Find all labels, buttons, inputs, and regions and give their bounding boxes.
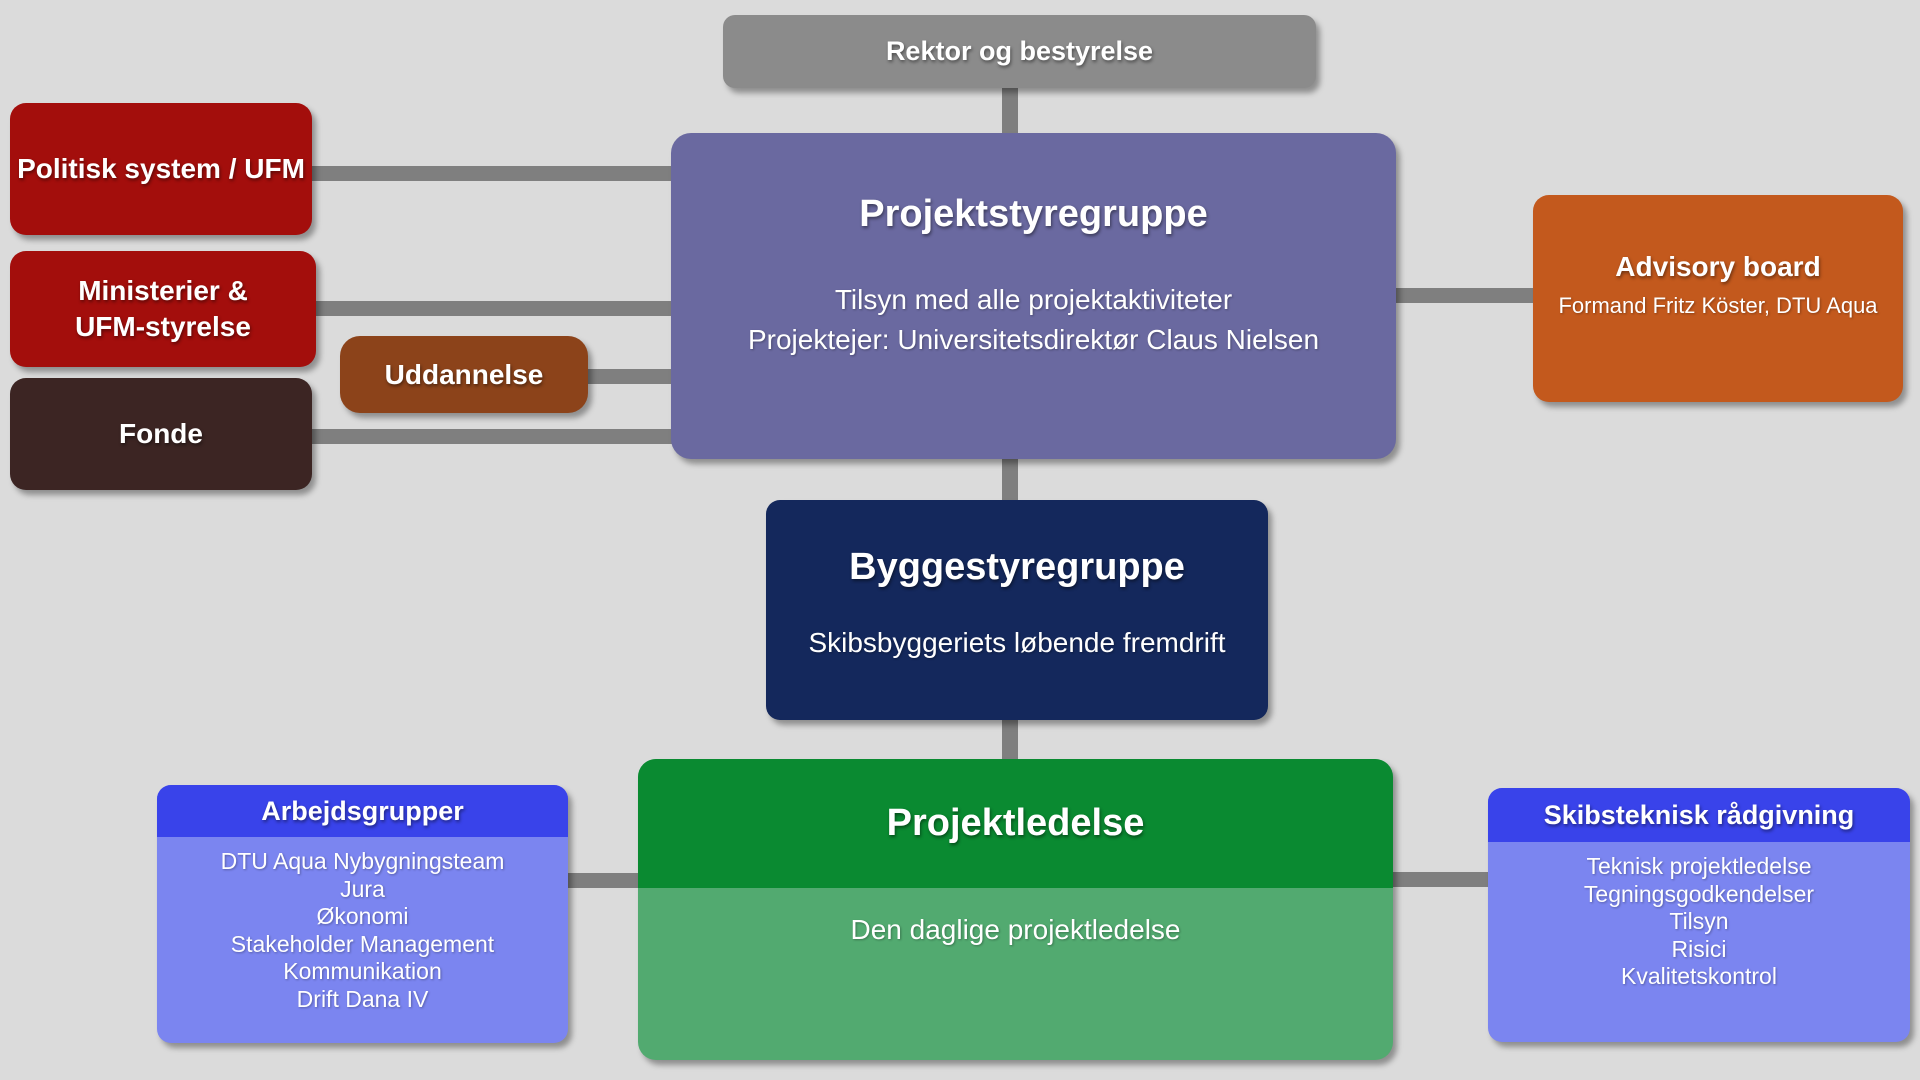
node-skibsteknisk-raadgivning: Skibsteknisk rådgivning Teknisk projektl… <box>1488 788 1910 1042</box>
node-arbejdsgrupper: Arbejdsgrupper DTU Aqua Nybygningsteam J… <box>157 785 568 1043</box>
list-item: Økonomi <box>316 903 409 929</box>
list-item: Stakeholder Management <box>230 930 495 957</box>
node-header: Arbejdsgrupper <box>157 785 568 837</box>
connector-arbejdsgrupper-projektledelse <box>558 873 643 888</box>
node-title: Projektledelse <box>886 802 1145 844</box>
node-politisk-system-ufm: Politisk system / UFM <box>10 103 312 235</box>
node-subtitle: Den daglige projektledelse <box>850 914 1181 945</box>
node-item-list: Teknisk projektledelse Tegningsgodkendel… <box>1584 853 1814 991</box>
node-fonde: Fonde <box>10 378 312 490</box>
node-title: Projektstyregruppe <box>859 193 1208 235</box>
connector-byggestyregruppe-projektledelse <box>1002 716 1018 764</box>
list-item: Risici <box>1671 935 1727 962</box>
connector-fonde-projektstyregruppe <box>300 429 675 444</box>
connector-rektor-projektstyregruppe <box>1002 85 1018 137</box>
node-description: Tilsyn med alle projektaktiviteter Proje… <box>748 280 1319 360</box>
node-title: Arbejdsgrupper <box>261 795 464 826</box>
node-label: Rektor og bestyrelse <box>885 36 1154 66</box>
node-header: Skibsteknisk rådgivning <box>1488 788 1910 842</box>
list-item: DTU Aqua Nybygningsteam <box>220 848 505 874</box>
connector-projektstyregruppe-byggestyregruppe <box>1002 455 1018 505</box>
node-title: Advisory board <box>1615 251 1821 282</box>
list-item: Kvalitetskontrol <box>1621 963 1777 989</box>
list-item: Tilsyn <box>1669 908 1729 934</box>
connector-politisk-projektstyregruppe <box>300 166 675 181</box>
connector-projektstyregruppe-advisory-board <box>1390 288 1538 303</box>
node-item-list: DTU Aqua Nybygningsteam Jura Økonomi Sta… <box>221 848 505 1013</box>
list-item: Tegningsgodkendelser <box>1583 880 1815 907</box>
node-label: Ministerier & UFM-styrelse <box>75 274 251 342</box>
list-item: Jura <box>340 875 385 902</box>
node-rektor-og-bestyrelse: Rektor og bestyrelse <box>723 15 1316 88</box>
connector-projektledelse-skibsteknisk <box>1388 872 1493 887</box>
list-item: Teknisk projektledelse <box>1586 853 1812 879</box>
node-header: Projektledelse <box>638 759 1393 888</box>
description-line: Tilsyn med alle projektaktiviteter <box>834 284 1233 315</box>
node-subtitle: Skibsbyggeriets løbende fremdrift <box>808 627 1226 658</box>
node-label: Uddannelse <box>384 358 544 390</box>
node-byggestyregruppe: Byggestyregruppe Skibsbyggeriets løbende… <box>766 500 1268 720</box>
node-subtitle: Formand Fritz Köster, DTU Aqua <box>1558 293 1878 318</box>
node-label: Politisk system / UFM <box>17 153 305 184</box>
node-ministerier-ufm-styrelse: Ministerier & UFM-styrelse <box>10 251 316 367</box>
node-title: Skibsteknisk rådgivning <box>1543 799 1855 830</box>
list-item: Drift Dana IV <box>296 985 429 1012</box>
connector-ministerier-projektstyregruppe <box>305 301 675 316</box>
list-item: Kommunikation <box>283 958 442 984</box>
node-projektledelse: Projektledelse Den daglige projektledels… <box>638 759 1393 1060</box>
node-advisory-board: Advisory board Formand Fritz Köster, DTU… <box>1533 195 1903 402</box>
node-uddannelse: Uddannelse <box>340 336 588 413</box>
node-title: Byggestyregruppe <box>849 546 1185 588</box>
node-label: Fonde <box>119 418 203 449</box>
node-projektstyregruppe: Projektstyregruppe Tilsyn med alle proje… <box>671 133 1396 459</box>
description-line: Projektejer: Universitetsdirektør Claus … <box>747 324 1320 355</box>
